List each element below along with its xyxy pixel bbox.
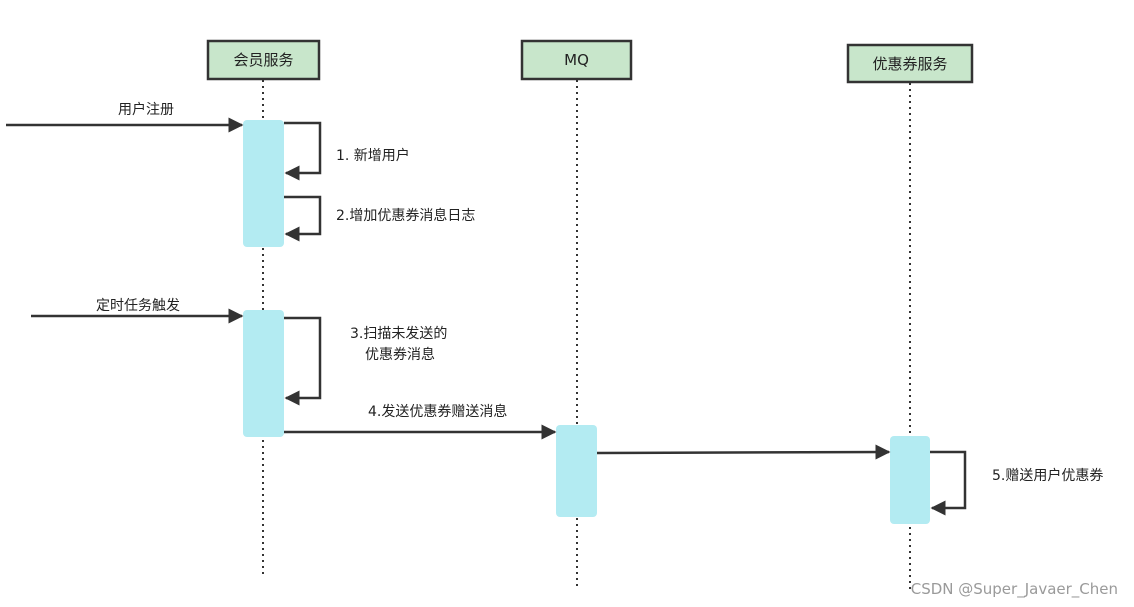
- actor-mq-label: MQ: [564, 51, 589, 69]
- msg-send-label: 4.发送优惠券赠送消息: [368, 403, 507, 420]
- actor-mq: MQ: [520, 39, 633, 81]
- msg-add-log-arrow: [284, 195, 322, 242]
- activation-member-1: [243, 120, 284, 247]
- msg-add-log-label: 2.增加优惠券消息日志: [336, 207, 475, 224]
- msg-give-coupon-arrow: [930, 450, 967, 516]
- msg-give-coupon-label: 5.赠送用户优惠券: [992, 467, 1103, 484]
- msg-scan-arrow: [284, 316, 322, 406]
- actor-coupon: 优惠券服务: [846, 43, 974, 84]
- activation-coupon: [890, 436, 930, 524]
- actor-member-label: 会员服务: [233, 51, 293, 69]
- watermark: CSDN @Super_Javaer_Chen: [911, 580, 1118, 599]
- msg-scan-label-1: 3.扫描未发送的: [350, 326, 447, 342]
- msg-timer-label: 定时任务触发: [96, 298, 180, 314]
- msg-scan-label-2: 优惠券消息: [365, 346, 435, 363]
- actor-member: 会员服务: [206, 39, 321, 81]
- activation-member-2: [243, 310, 284, 437]
- activation-mq: [556, 425, 597, 517]
- actor-coupon-label: 优惠券服务: [872, 55, 947, 73]
- msg-deliver-arrow: [596, 444, 891, 460]
- msg-add-user-arrow: [284, 121, 322, 181]
- msg-register-label: 用户注册: [118, 101, 174, 118]
- msg-add-user-label: 1. 新增用户: [336, 147, 410, 164]
